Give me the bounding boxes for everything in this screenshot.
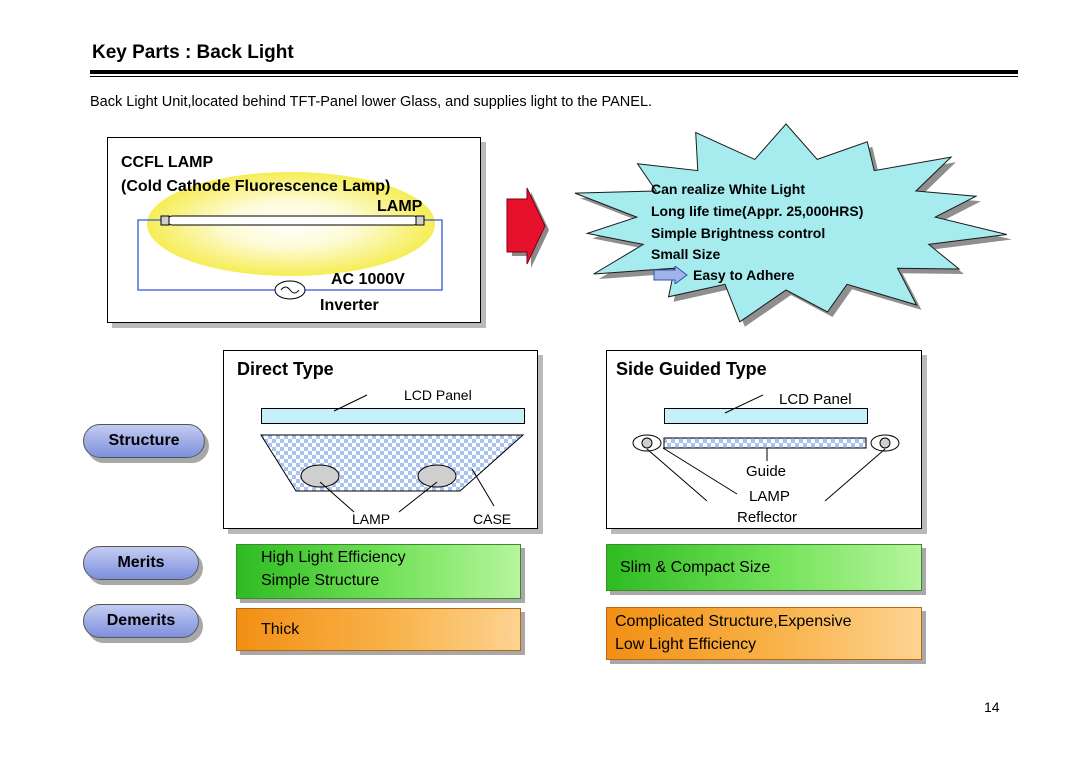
right-arrow-icon	[506, 187, 549, 268]
ccfl-lamp-diagram	[137, 172, 443, 300]
direct-merit-2: Simple Structure	[261, 572, 380, 589]
side-guided-diagram	[632, 394, 900, 502]
side-reflector-label: Reflector	[737, 509, 798, 526]
direct-lamp-left	[300, 464, 340, 488]
feature-brightness: Simple Brightness control	[651, 225, 826, 241]
direct-lcd-panel	[261, 408, 525, 424]
direct-demerit-1: Thick	[261, 621, 300, 638]
side-demerit-1: Complicated Structure,Expensive	[615, 613, 852, 630]
side-lamp-label: LAMP	[749, 488, 790, 505]
page-number: 14	[984, 699, 1000, 715]
lamp-circuit-wire	[137, 219, 275, 291]
starburst-shape	[574, 123, 1007, 323]
lamp-circuit-wire-right	[305, 219, 443, 291]
lamp-label: LAMP	[377, 198, 423, 215]
side-lcd-panel	[664, 408, 868, 424]
direct-demerits-box: Thick	[236, 608, 521, 651]
feature-small-size: Small Size	[651, 246, 721, 262]
voltage-label: AC 1000V	[331, 271, 405, 288]
side-guided-box: Side Guided Type LCD Panel Guide LAMP Re…	[606, 350, 922, 529]
inverter-label: Inverter	[320, 297, 379, 314]
demerits-label: Demerits	[83, 604, 199, 638]
side-merit-1: Slim & Compact Size	[620, 559, 771, 576]
direct-lamp-label: LAMP	[352, 511, 391, 527]
direct-type-title: Direct Type	[237, 359, 334, 379]
structure-label: Structure	[83, 424, 205, 458]
side-guided-title: Side Guided Type	[616, 359, 767, 379]
direct-merit-1: High Light Efficiency	[261, 549, 406, 566]
feature-long-life: Long life time(Appr. 25,000HRS)	[651, 203, 864, 219]
tube-end-right	[415, 215, 425, 226]
feature-white-light: Can realize White Light	[651, 181, 806, 197]
side-demerit-2: Low Light Efficiency	[615, 636, 757, 653]
title-rule-thin	[90, 76, 1018, 77]
ccfl-tube	[167, 215, 419, 226]
direct-merits-box: High Light Efficiency Simple Structure	[236, 544, 521, 599]
double-arrow-icon	[653, 266, 688, 284]
side-merits-box: Slim & Compact Size	[606, 544, 922, 591]
side-lcd-panel-label: LCD Panel	[779, 391, 852, 408]
ccfl-heading: CCFL LAMP	[121, 154, 214, 171]
direct-case-diagram	[260, 394, 525, 513]
intro-text: Back Light Unit,located behind TFT-Panel…	[90, 94, 653, 110]
easy-to-adhere: Easy to Adhere	[693, 267, 795, 283]
tube-end-left	[160, 215, 170, 226]
title-rule	[90, 70, 1018, 74]
ccfl-lamp-box: CCFL LAMP (Cold Cathode Fluorescence Lam…	[107, 137, 481, 323]
side-demerits-box: Complicated Structure,Expensive Low Ligh…	[606, 607, 922, 660]
direct-type-box: Direct Type LCD Panel LAMP CASE	[223, 350, 538, 529]
light-guide	[663, 437, 867, 449]
direct-lcd-panel-label: LCD Panel	[404, 387, 472, 403]
ccfl-subheading: (Cold Cathode Fluorescence Lamp)	[121, 178, 391, 195]
merits-label: Merits	[83, 546, 199, 580]
direct-case	[260, 434, 525, 492]
side-guide-label: Guide	[746, 463, 787, 480]
direct-case-label: CASE	[473, 511, 512, 527]
page-title: Key Parts : Back Light	[92, 42, 294, 63]
direct-lamp-right	[417, 464, 457, 488]
